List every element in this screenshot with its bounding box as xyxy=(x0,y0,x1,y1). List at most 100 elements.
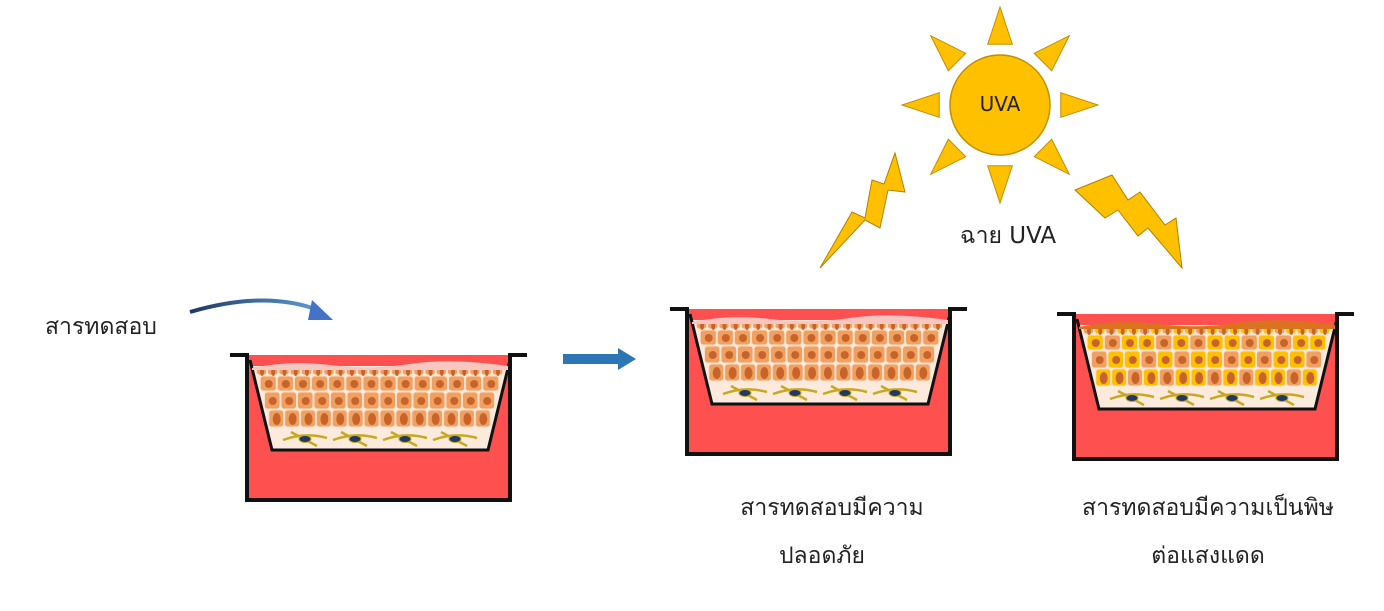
cell-nucleus xyxy=(858,334,867,342)
cell-nucleus xyxy=(855,367,864,379)
cell-nucleus xyxy=(792,367,801,379)
cell-nucleus xyxy=(431,413,440,425)
cell-nucleus xyxy=(708,351,717,359)
cell-nucleus xyxy=(773,334,782,342)
cell-nucleus xyxy=(301,397,310,405)
fibroblast-nucleus xyxy=(738,389,752,397)
cell-nucleus xyxy=(418,380,427,388)
cell-nucleus xyxy=(1211,356,1220,364)
cell-nucleus xyxy=(463,413,472,425)
safe-result-line2: ปลอดภัย xyxy=(778,543,866,569)
cell-nucleus xyxy=(318,397,327,405)
sun-ray xyxy=(1033,138,1071,176)
cell-nucleus xyxy=(1091,339,1100,347)
cell-nucleus xyxy=(1131,372,1140,384)
cell-nucleus xyxy=(1194,339,1203,347)
culture-dish-safe xyxy=(670,307,967,456)
fibroblast-nucleus xyxy=(298,435,312,443)
fibroblast-nucleus xyxy=(1125,394,1139,402)
fibroblast-nucleus xyxy=(838,389,852,397)
fibroblast-nucleus xyxy=(398,435,412,443)
fibroblast-nucleus xyxy=(1175,394,1189,402)
cell-nucleus xyxy=(721,334,730,342)
sun-label: UVA xyxy=(979,92,1021,116)
cell-nucleus xyxy=(450,397,459,405)
cell-nucleus xyxy=(840,351,849,359)
cell-nucleus xyxy=(774,351,783,359)
cell-nucleus xyxy=(1227,356,1236,364)
cell-nucleus xyxy=(399,413,408,425)
cell-nucleus xyxy=(923,351,932,359)
cell-nucleus xyxy=(1112,356,1121,364)
insert-wall xyxy=(688,313,952,406)
cell-nucleus xyxy=(1095,356,1104,364)
cell-nucleus xyxy=(1244,356,1253,364)
insert-wall xyxy=(248,359,512,452)
insert-wall xyxy=(1075,318,1339,411)
cell-nucleus xyxy=(1260,356,1269,364)
cell-nucleus xyxy=(1314,339,1323,347)
toxic-result-line2: ต่อแสงแดด xyxy=(1151,543,1265,569)
cell-nucleus xyxy=(824,334,833,342)
sun-ray xyxy=(929,34,967,72)
cell-nucleus xyxy=(1262,339,1271,347)
cell-nucleus xyxy=(367,397,376,405)
cell-nucleus xyxy=(487,380,496,388)
cell-nucleus xyxy=(760,367,769,379)
cell-nucleus xyxy=(791,351,800,359)
cell-nucleus xyxy=(1293,356,1302,364)
cell-nucleus xyxy=(401,380,410,388)
cell-nucleus xyxy=(384,397,393,405)
cell-nucleus xyxy=(298,380,307,388)
cell-nucleus xyxy=(704,334,713,342)
cell-nucleus xyxy=(1161,356,1170,364)
cell-nucleus xyxy=(1145,356,1154,364)
cell-nucleus xyxy=(887,367,896,379)
cell-nucleus xyxy=(1228,339,1237,347)
cell-nucleus xyxy=(316,380,325,388)
cell-nucleus xyxy=(1143,339,1152,347)
test-substance-label: สารทดสอบ xyxy=(45,314,157,340)
cell-nucleus xyxy=(435,380,444,388)
cell-nucleus xyxy=(1290,372,1299,384)
cell-nucleus xyxy=(415,413,424,425)
cell-nucleus xyxy=(756,334,765,342)
cell-nucleus xyxy=(871,367,880,379)
cell-nucleus xyxy=(268,397,277,405)
safe-result-line1: สารทดสอบมีความ xyxy=(740,495,924,521)
cell-nucleus xyxy=(824,351,833,359)
cell-nucleus xyxy=(351,397,360,405)
dish-wall xyxy=(670,307,967,456)
sun-ray xyxy=(929,138,967,176)
cell-nucleus xyxy=(367,380,376,388)
cell-nucleus xyxy=(919,367,928,379)
cell-nucleus xyxy=(383,413,392,425)
stratum-corneum xyxy=(692,315,948,324)
cell-nucleus xyxy=(807,351,816,359)
cell-nucleus xyxy=(334,397,343,405)
cell-nucleus xyxy=(483,397,492,405)
cell-nucleus xyxy=(903,367,912,379)
fibroblast-nucleus xyxy=(1275,394,1289,402)
cell-nucleus xyxy=(1242,372,1251,384)
lightning-right-icon xyxy=(1074,174,1183,270)
cell-nucleus xyxy=(470,380,479,388)
cell-nucleus xyxy=(839,367,848,379)
cell-nucleus xyxy=(910,334,919,342)
cell-nucleus xyxy=(1280,339,1289,347)
sun-ray xyxy=(1033,34,1071,72)
fibroblast-nucleus xyxy=(888,389,902,397)
lightning-left-icon xyxy=(819,151,906,269)
cell-nucleus xyxy=(1226,372,1235,384)
cell-nucleus xyxy=(447,413,456,425)
cell-nucleus xyxy=(1115,372,1124,384)
cell-nucleus xyxy=(281,380,290,388)
cell-nucleus xyxy=(336,413,345,425)
cell-nucleus xyxy=(741,351,750,359)
cell-nucleus xyxy=(1147,372,1156,384)
toxic-result-line1: สารทดสอบมีความเป็นพิษ xyxy=(1082,495,1334,521)
cell-nucleus xyxy=(728,367,737,379)
sun-ray xyxy=(900,91,940,119)
sun-icon xyxy=(900,5,1100,205)
fibroblast-nucleus xyxy=(1225,394,1239,402)
